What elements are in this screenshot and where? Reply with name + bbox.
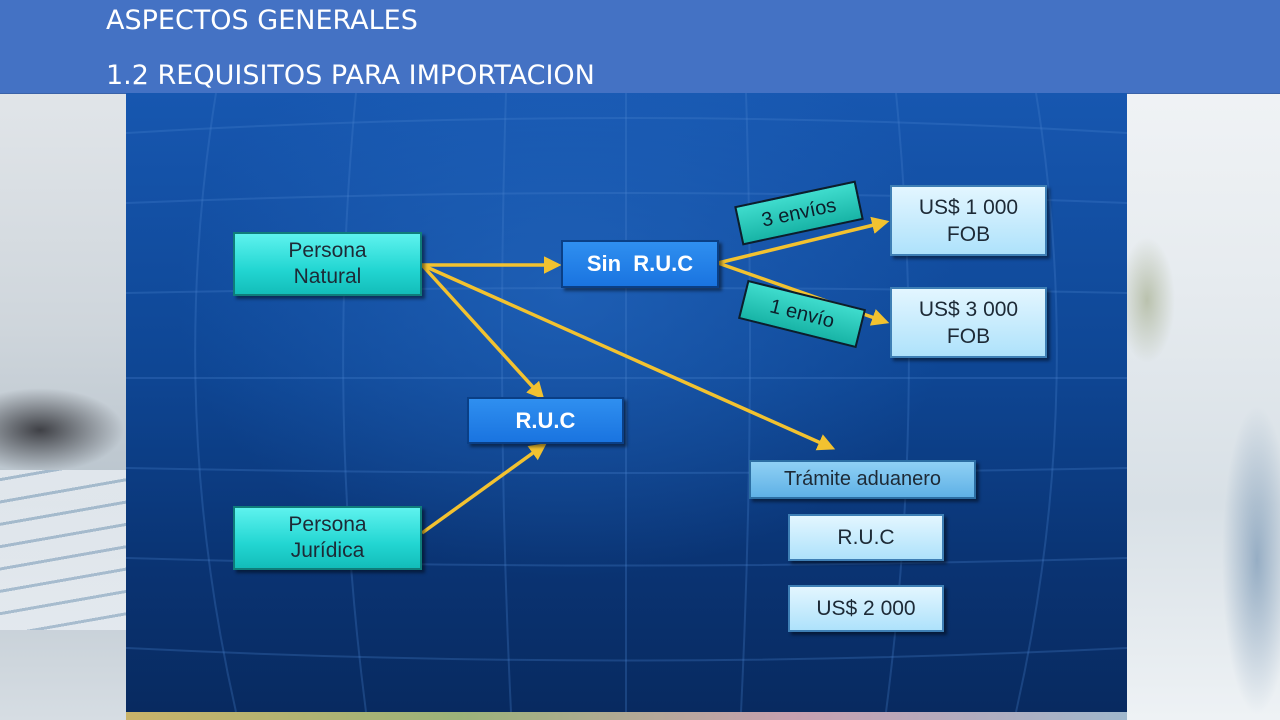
limit-1000-box: US$ 1 000 FOB bbox=[890, 185, 1047, 256]
persona-natural-box: Persona Natural bbox=[233, 232, 422, 296]
persona-juridica-line2: Jurídica bbox=[290, 539, 365, 562]
persona-juridica-box: Persona Jurídica bbox=[233, 506, 422, 570]
arrow-natural-to-tramite bbox=[421, 263, 836, 451]
slide-subtitle: 1.2 REQUISITOS PARA IMPORTACION bbox=[106, 60, 595, 91]
limit-1000-incoterm: FOB bbox=[946, 222, 991, 246]
background-photo-right bbox=[1127, 0, 1280, 720]
sin-ruc-label: Sin R.U.C bbox=[586, 251, 694, 276]
tramite-ruc-box: R.U.C bbox=[788, 514, 944, 561]
arrow-sin-ruc-to-1000 bbox=[717, 216, 890, 265]
slide-header: ASPECTOS GENERALES 1.2 REQUISITOS PARA I… bbox=[0, 0, 1280, 94]
background-photo-left bbox=[0, 0, 126, 720]
arrow-natural-to-ruc bbox=[420, 263, 545, 400]
tag-3-envios-label: 3 envíos bbox=[759, 193, 839, 232]
tramite-aduanero-label: Trámite aduanero bbox=[783, 468, 942, 490]
ruc-box: R.U.C bbox=[467, 397, 624, 444]
persona-juridica-line1: Persona bbox=[288, 513, 367, 536]
tag-1-envio-label: 1 envío bbox=[767, 294, 837, 333]
arrow-juridica-to-ruc bbox=[420, 442, 547, 535]
limit-3000-incoterm: FOB bbox=[946, 324, 991, 348]
background-strip-bottom bbox=[126, 712, 1127, 720]
persona-natural-line2: Natural bbox=[293, 265, 362, 288]
persona-natural-line1: Persona bbox=[288, 239, 367, 262]
tramite-amount-label: US$ 2 000 bbox=[816, 597, 916, 620]
background-plant bbox=[1127, 200, 1187, 400]
tramite-ruc-label: R.U.C bbox=[837, 526, 895, 549]
tramite-aduanero-box: Trámite aduanero bbox=[749, 460, 976, 499]
background-paper bbox=[0, 470, 126, 630]
diagram-panel: Persona Natural Persona Jurídica Sin R.U… bbox=[126, 93, 1127, 712]
tramite-amount-box: US$ 2 000 bbox=[788, 585, 944, 632]
limit-3000-box: US$ 3 000 FOB bbox=[890, 287, 1047, 358]
limit-3000-amount: US$ 3 000 bbox=[918, 297, 1019, 321]
sin-ruc-box: Sin R.U.C bbox=[561, 240, 719, 288]
slide-title: ASPECTOS GENERALES bbox=[106, 5, 418, 36]
ruc-label: R.U.C bbox=[515, 407, 576, 433]
limit-1000-amount: US$ 1 000 bbox=[918, 195, 1019, 219]
